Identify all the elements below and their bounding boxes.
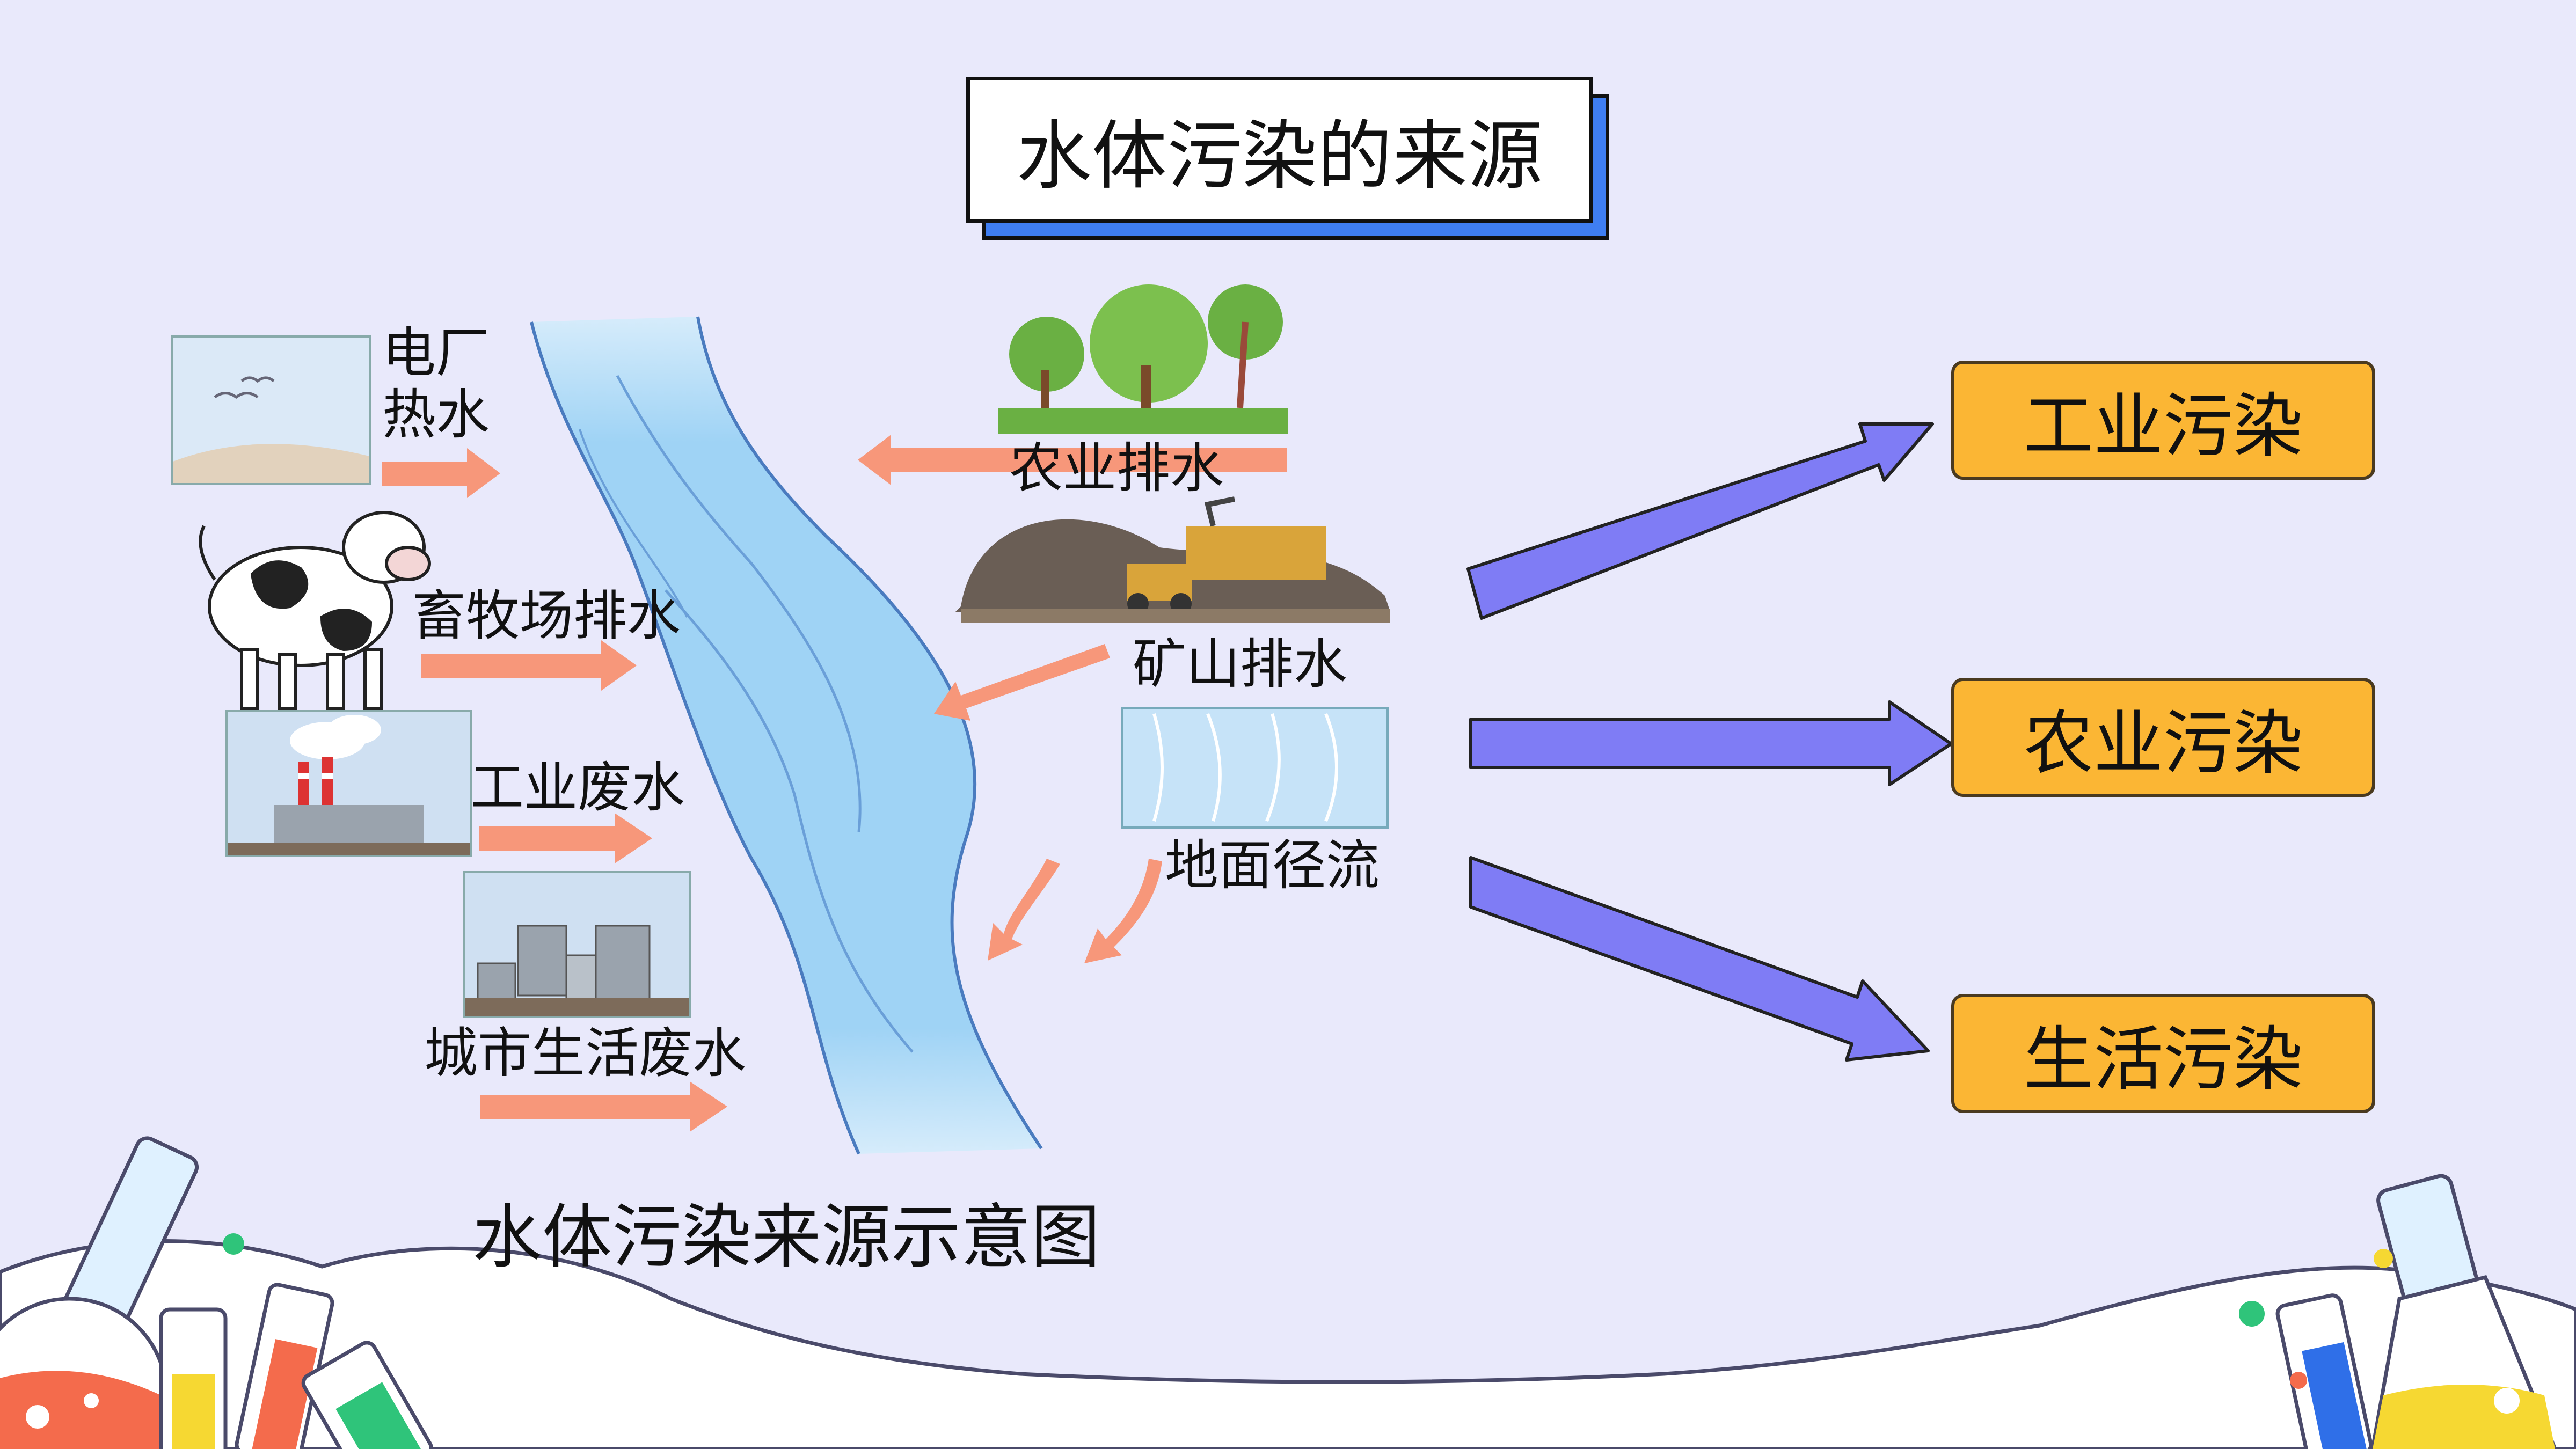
factory-image: [225, 710, 472, 857]
arrow-to-agricultural: [1469, 700, 1953, 786]
arrow-power-plant: [382, 448, 500, 498]
cloud-decoration: [0, 1239, 2576, 1449]
runoff-image: [1121, 707, 1389, 829]
category-agricultural: 农业污染: [1951, 678, 2375, 797]
flask-decoration-right: [2275, 1174, 2557, 1449]
flask-decoration-left: [0, 1136, 433, 1449]
dot-decoration: [2290, 1372, 2307, 1389]
category-arrows: [1466, 422, 1953, 1062]
arrow-urban: [480, 1081, 727, 1132]
label-agricultural: 农业排水: [1009, 437, 1224, 500]
title-box: 水体污染的来源: [966, 77, 1593, 223]
arrow-runoff-2: [1084, 859, 1162, 963]
category-industrial: 工业污染: [1951, 361, 2375, 480]
dot-decoration: [2374, 1249, 2393, 1268]
diagram-caption: 水体污染来源示意图: [472, 1196, 1101, 1278]
trees-image: [998, 284, 1288, 434]
city-image: [463, 871, 691, 1018]
label-power-plant: 电厂 热水: [382, 321, 490, 446]
dot-decoration: [223, 1233, 244, 1255]
arrow-to-domestic: [1469, 856, 1930, 1062]
category-domestic: 生活污染: [1951, 994, 2375, 1113]
source-arrows: [382, 435, 1287, 1132]
label-runoff: 地面径流: [1165, 834, 1380, 897]
arrow-mine: [934, 644, 1110, 721]
label-urban: 城市生活废水: [424, 1022, 746, 1085]
label-industrial: 工业废水: [470, 756, 685, 819]
power-plant-image: [171, 335, 371, 485]
arrow-to-industrial: [1466, 422, 1934, 620]
page-title: 水体污染的来源: [1016, 113, 1543, 200]
arrow-runoff-1: [988, 859, 1060, 961]
cow-image: [199, 511, 431, 710]
mine-image: [955, 496, 1390, 623]
label-livestock: 畜牧场排水: [412, 584, 681, 647]
arrow-industrial: [479, 813, 652, 863]
dot-decoration: [2239, 1301, 2265, 1327]
arrow-agricultural: [858, 435, 1287, 485]
label-mine: 矿山排水: [1133, 633, 1347, 696]
arrow-livestock: [421, 640, 637, 691]
